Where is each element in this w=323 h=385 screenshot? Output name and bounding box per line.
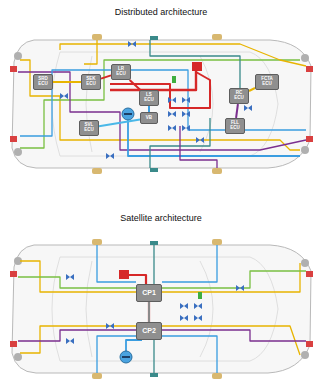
ecu-label: SEK ECU	[83, 77, 99, 86]
ecu-label: CP1	[142, 289, 156, 296]
ecu-box: FCTA ECU	[255, 74, 279, 90]
wire-line	[130, 80, 141, 90]
ecu-label: RC ECU	[231, 91, 247, 100]
wire-line	[236, 104, 238, 118]
section-heading: Satellite architecture	[120, 213, 202, 223]
ecu-box: SEK ECU	[81, 74, 101, 90]
ecu-box: FLL ECU	[225, 118, 245, 134]
ecu-box: LR ECU	[111, 64, 131, 80]
ecu-box: VB	[140, 112, 158, 124]
wire-connector	[130, 80, 141, 90]
ecu-box: SRD ECU	[33, 74, 53, 90]
wire-line	[53, 81, 81, 83]
wire-connector	[149, 302, 150, 322]
ecu-label: LS ECU	[141, 93, 157, 102]
ecu-label: FCTA ECU	[257, 77, 277, 86]
wire-line	[99, 120, 140, 127]
ecu-label: SVL ECU	[81, 123, 97, 132]
central-platform-box: CP1	[136, 284, 162, 302]
wire-connector	[101, 75, 111, 78]
ecu-label: FLL ECU	[227, 121, 243, 130]
ecu-label: VB	[146, 116, 152, 121]
wire-line	[148, 302, 150, 322]
ecu-box: SVL ECU	[79, 120, 99, 136]
section-heading: Distributed architecture	[115, 7, 208, 17]
ecu-label: LR ECU	[113, 67, 129, 76]
wire-connector	[53, 82, 81, 83]
wire-connector	[99, 120, 140, 127]
ecu-label: SRD ECU	[35, 77, 51, 86]
central-platform-box: CP2	[136, 322, 162, 340]
ecu-box: LS ECU	[139, 90, 159, 106]
ecu-label: CP2	[142, 327, 156, 334]
wire-line	[101, 75, 111, 78]
ecu-box: RC ECU	[229, 88, 249, 104]
wire-connector	[236, 104, 238, 118]
